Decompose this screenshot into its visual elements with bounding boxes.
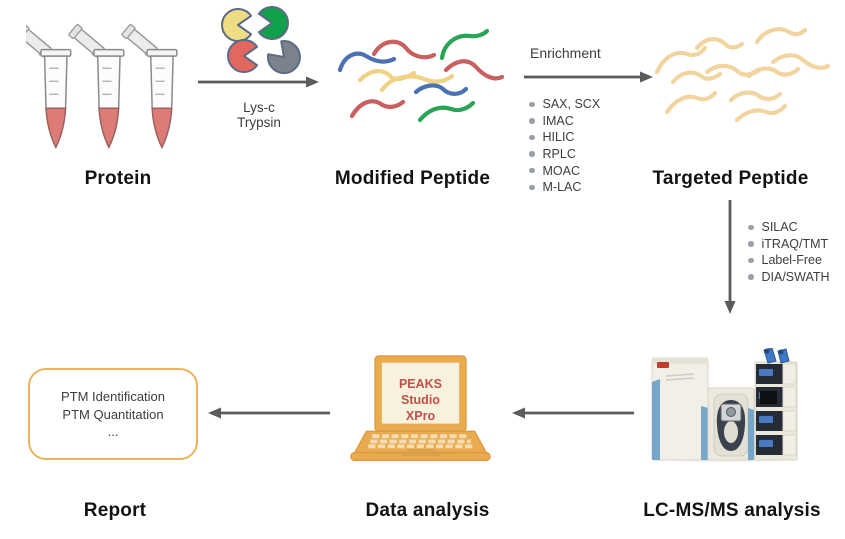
bullet-dot [748, 257, 754, 264]
report-line-ellipsis: ... [107, 424, 119, 439]
enrichment-method-item: M-LAC [529, 179, 600, 196]
lcms-instrument-illustration [651, 348, 798, 462]
lysc-enzyme-icon [221, 8, 253, 42]
report-arrow-icon [208, 407, 330, 419]
enzyme-icons [221, 6, 301, 75]
enrichment-method-item: IMAC [529, 113, 600, 130]
enrichment-label: Enrichment [530, 45, 601, 61]
protein-label: Protein [84, 168, 152, 189]
quantification-methods-list: SILAC iTRAQ/TMT Label-Free DIA/SWATH [748, 219, 830, 285]
report-line-identification: PTM Identification [60, 389, 166, 404]
targeted-peptide-illustration [654, 27, 831, 123]
bullet-dot [529, 134, 535, 141]
bullet-dot [748, 274, 754, 280]
targeted-peptide-label: Targeted Peptide [652, 168, 809, 189]
protein-tubes-illustration [26, 23, 178, 149]
report-contents: PTM Identification PTM Quantitation ... [28, 388, 198, 441]
enrichment-methods-list: SAX, SCX IMAC HILIC RPLC MOAC M-LAC [529, 96, 600, 196]
quantification-method-item: Label-Free [748, 252, 830, 269]
lcms-label: LC-MS/MS analysis [643, 500, 821, 521]
quantification-method-item: SILAC [748, 219, 830, 236]
laptop-screen [381, 362, 460, 424]
enrichment-method-item: HILIC [529, 129, 600, 146]
quantification-method-item: iTRAQ/TMT [748, 236, 830, 253]
bullet-dot [529, 151, 535, 157]
laptop-illustration [350, 355, 491, 462]
quantification-method-item: DIA/SWATH [748, 269, 830, 286]
enrichment-method-item: RPLC [529, 146, 600, 163]
bullet-dot [529, 118, 535, 124]
software-name-line1: PEAKS Studio [398, 377, 443, 407]
software-name-line2: XPro [405, 409, 436, 423]
digestion-enzyme-trypsin: Trypsin [237, 115, 281, 130]
solvent-bottles [763, 348, 790, 364]
digestion-arrow-icon [198, 76, 319, 88]
trypsin-enzyme-icon [257, 6, 289, 40]
bullet-dot [748, 224, 754, 231]
report-label: Report [83, 500, 147, 521]
bullet-dot [529, 167, 535, 174]
modified-peptide-illustration [337, 28, 505, 123]
enrichment-method-item: SAX, SCX [529, 96, 600, 113]
bullet-dot [529, 184, 535, 191]
digestion-enzyme-lysc: Lys-c [243, 100, 275, 115]
bullet-dot [748, 241, 754, 247]
report-box [28, 368, 198, 460]
quantification-arrow-icon [724, 200, 736, 314]
report-line-quantitation: PTM Quantitation [62, 406, 164, 422]
modified-peptide-label: Modified Peptide [334, 168, 491, 189]
laptop-touchpad [406, 448, 435, 453]
enzyme-red-icon [227, 39, 259, 73]
analysis-arrow-icon [512, 407, 634, 419]
enzyme-gray-icon [266, 40, 301, 75]
digestion-enzyme-list: Lys-c Trypsin [198, 100, 320, 130]
bullet-dot [529, 101, 535, 108]
enrichment-arrow-icon [524, 71, 653, 83]
data-analysis-label: Data analysis [365, 500, 490, 521]
vendor-logo [657, 362, 669, 368]
laptop-screen-text: PEAKS Studio XPro [382, 376, 459, 424]
enrichment-method-item: MOAC [529, 162, 600, 179]
